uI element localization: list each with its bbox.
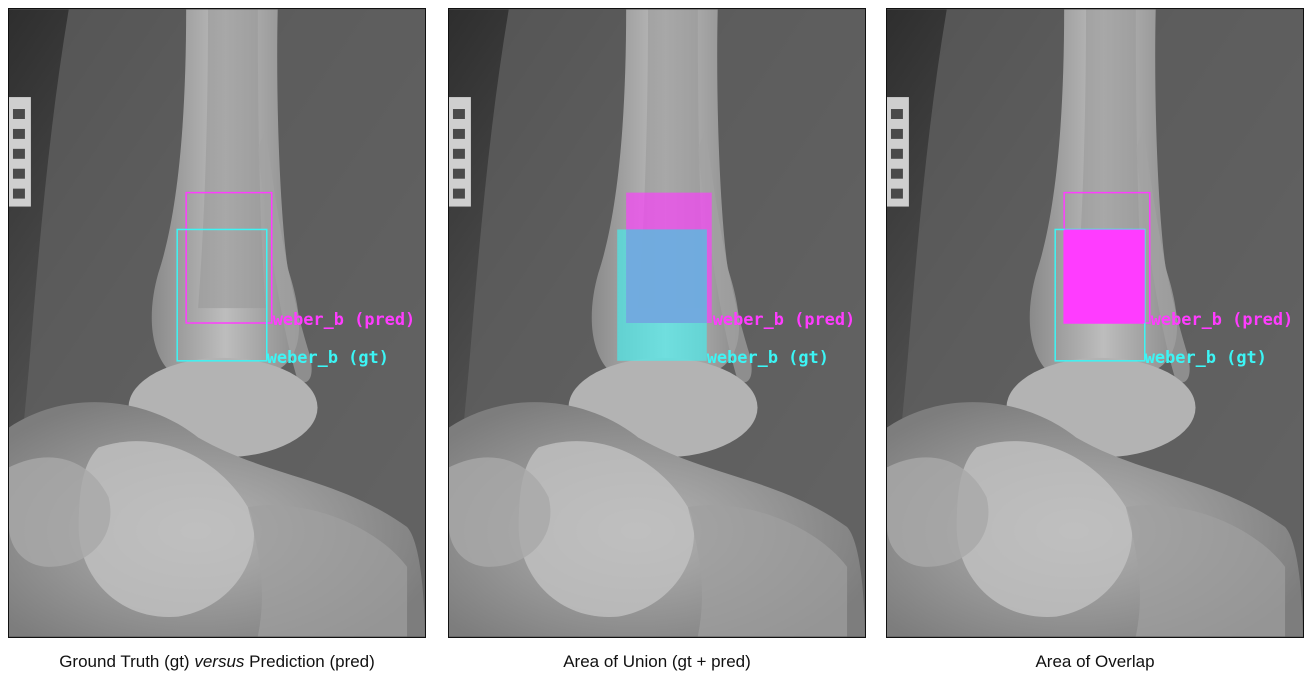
caption-1-before: Ground Truth (gt) xyxy=(59,652,194,671)
union-blend-area xyxy=(626,229,707,323)
union-panel: weber_b (pred) weber_b (gt) xyxy=(448,8,866,638)
xray-image-1: weber_b (pred) weber_b (gt) xyxy=(9,9,425,637)
pred-label: weber_b (pred) xyxy=(1151,309,1294,329)
gt-label: weber_b (gt) xyxy=(1145,347,1267,367)
caption-union: Area of Union (gt + pred) xyxy=(448,652,866,672)
caption-1-emph: versus xyxy=(194,652,244,671)
xray-image-2: weber_b (pred) weber_b (gt) xyxy=(449,9,865,637)
caption-1-after: Prediction (pred) xyxy=(244,652,374,671)
xray-image-3: weber_b (pred) weber_b (gt) xyxy=(887,9,1303,637)
caption-gt-vs-pred: Ground Truth (gt) versus Prediction (pre… xyxy=(8,652,426,672)
gt-label: weber_b (gt) xyxy=(707,347,829,367)
overlap-panel: weber_b (pred) weber_b (gt) xyxy=(886,8,1304,638)
gt-label: weber_b (gt) xyxy=(267,347,389,367)
overlap-area xyxy=(1064,229,1145,323)
caption-overlap: Area of Overlap xyxy=(886,652,1304,672)
pred-label: weber_b (pred) xyxy=(713,309,856,329)
pred-label: weber_b (pred) xyxy=(273,309,416,329)
gt-vs-pred-panel: weber_b (pred) weber_b (gt) xyxy=(8,8,426,638)
